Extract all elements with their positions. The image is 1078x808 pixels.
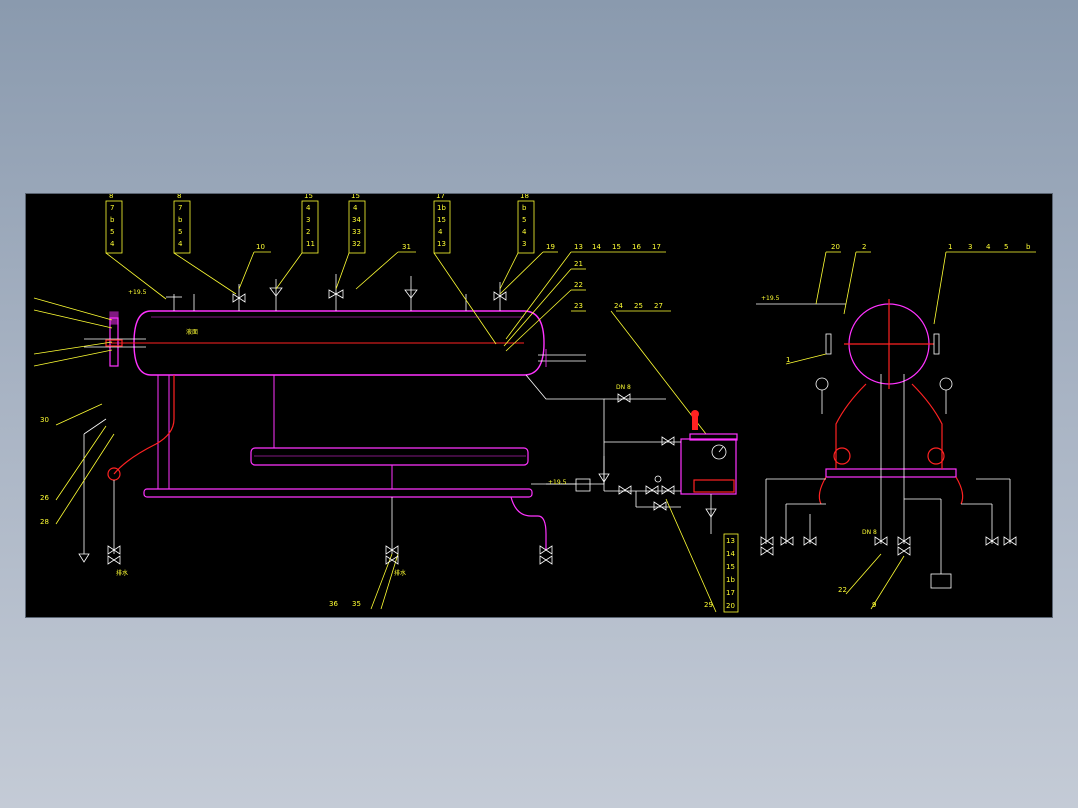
stack3-item1: 4 (306, 204, 311, 212)
callout-21: 21 (574, 260, 583, 268)
process-diagram: 8 7 b 5 4 8 7 b 5 4 15 4 3 2 11 15 4 34 … (33, 194, 1036, 613)
callout-4: 4 (986, 243, 991, 251)
end-view-elev: +19.5 (761, 295, 780, 302)
small-tank (680, 433, 738, 495)
stack6-item3: 4 (522, 228, 527, 236)
callout-16: 16 (632, 243, 641, 251)
drain-label-1: 排水 (116, 569, 128, 577)
tank-label-elev: +19.5 (548, 479, 567, 486)
rstack-0: 13 (726, 537, 735, 545)
drain-label-2: 排水 (394, 569, 406, 577)
stack1-item4: 4 (110, 240, 115, 248)
callout-14: 14 (592, 243, 601, 251)
callout-1-top: 1 (948, 243, 952, 251)
callout-22: 22 (574, 281, 583, 289)
callout-15: 15 (612, 243, 621, 251)
callout-20: 20 (831, 243, 840, 251)
callout-5: 5 (1004, 243, 1008, 251)
stack4-item1: 4 (353, 204, 358, 212)
bottom-pipe (143, 488, 533, 498)
stack5-item0: 17 (436, 194, 445, 200)
callout-1-left: 1 (786, 356, 790, 364)
left-nozzle (84, 311, 146, 367)
callout-31: 31 (402, 243, 411, 251)
stack1-item3: 5 (110, 228, 114, 236)
pressure-gauge (711, 444, 727, 460)
stack4-item4: 32 (352, 240, 361, 248)
left-label-level: 液面 (186, 328, 198, 336)
callout-9: 9 (872, 601, 876, 609)
stack5-item3: 4 (438, 228, 443, 236)
end-view-dn: DN 8 (862, 529, 877, 536)
stack5-item4: 13 (437, 240, 446, 248)
stack3-item3: 2 (306, 228, 310, 236)
top-nozzles (166, 274, 507, 311)
callout-25: 25 (634, 302, 643, 310)
stack1-item1: 7 (110, 204, 114, 212)
callout-17: 17 (652, 243, 661, 251)
stack1-item2: b (110, 216, 115, 224)
stack6-item4: 3 (522, 240, 526, 248)
callout-28: 28 (40, 518, 49, 526)
stack6-item2: 5 (522, 216, 526, 224)
callout-23: 23 (574, 302, 583, 310)
callout-36: 36 (329, 600, 338, 608)
right-stack (723, 533, 739, 613)
left-callout-lines (33, 297, 399, 610)
stack1-item0: 8 (109, 194, 113, 200)
callout-19: 19 (546, 243, 555, 251)
rstack-5: 20 (726, 602, 735, 610)
bottom-valves (78, 545, 553, 565)
rstack-4: 17 (726, 589, 735, 597)
callout-6: b (1026, 243, 1031, 251)
main-vessel (133, 310, 545, 376)
callout-29: 29 (704, 601, 713, 609)
callout-3: 3 (968, 243, 972, 251)
stack6-item0: 18 (520, 194, 529, 200)
stack2-item0: 8 (177, 194, 181, 200)
end-view-callout-lines (785, 251, 1036, 610)
stack2-item2: b (178, 216, 183, 224)
right-nozzle (538, 349, 586, 367)
stack3-item4: 11 (306, 240, 315, 248)
stack4-item2: 34 (352, 216, 361, 224)
stack2-item3: 5 (178, 228, 182, 236)
stack2-item4: 4 (178, 240, 183, 248)
safety-valve (691, 410, 699, 430)
end-view-gauges (756, 303, 1017, 589)
callout-30: 30 (40, 416, 49, 424)
stack3-item2: 3 (306, 216, 310, 224)
stack5-item1: 1b (437, 204, 446, 212)
callout-2: 2 (862, 243, 866, 251)
rstack-1: 14 (726, 550, 735, 558)
upper-callout-lines (238, 251, 707, 435)
red-pipe-bottom-right (510, 496, 547, 550)
stack4-item0: 15 (351, 194, 360, 200)
callout-27: 27 (654, 302, 663, 310)
callout-13: 13 (574, 243, 583, 251)
stack6-item1: b (522, 204, 527, 212)
vertical-links (157, 375, 393, 489)
lower-vessel (250, 447, 529, 466)
balloon-stacks (105, 200, 535, 345)
stack3-item0: 15 (304, 194, 313, 200)
callout-24: 24 (614, 302, 623, 310)
tank-label-dn: DN 8 (616, 384, 631, 391)
tank-piping (525, 374, 717, 534)
callout-26: 26 (40, 494, 49, 502)
stack2-item1: 7 (178, 204, 182, 212)
callout-10: 10 (256, 243, 265, 251)
red-loop-left (107, 375, 175, 481)
left-label-elev: +19.5 (128, 289, 147, 296)
cad-drawing-canvas[interactable]: 8 7 b 5 4 8 7 b 5 4 15 4 3 2 11 15 4 34 … (25, 193, 1053, 618)
left-drain-pipes (83, 418, 115, 554)
callout-22-right: 22 (838, 586, 847, 594)
end-view-vessel (818, 299, 964, 505)
callout-29-line (665, 498, 717, 613)
stack4-item3: 33 (352, 228, 361, 236)
callout-35: 35 (352, 600, 361, 608)
rstack-2: 15 (726, 563, 735, 571)
rstack-3: 1b (726, 576, 735, 584)
stack5-item2: 15 (437, 216, 446, 224)
